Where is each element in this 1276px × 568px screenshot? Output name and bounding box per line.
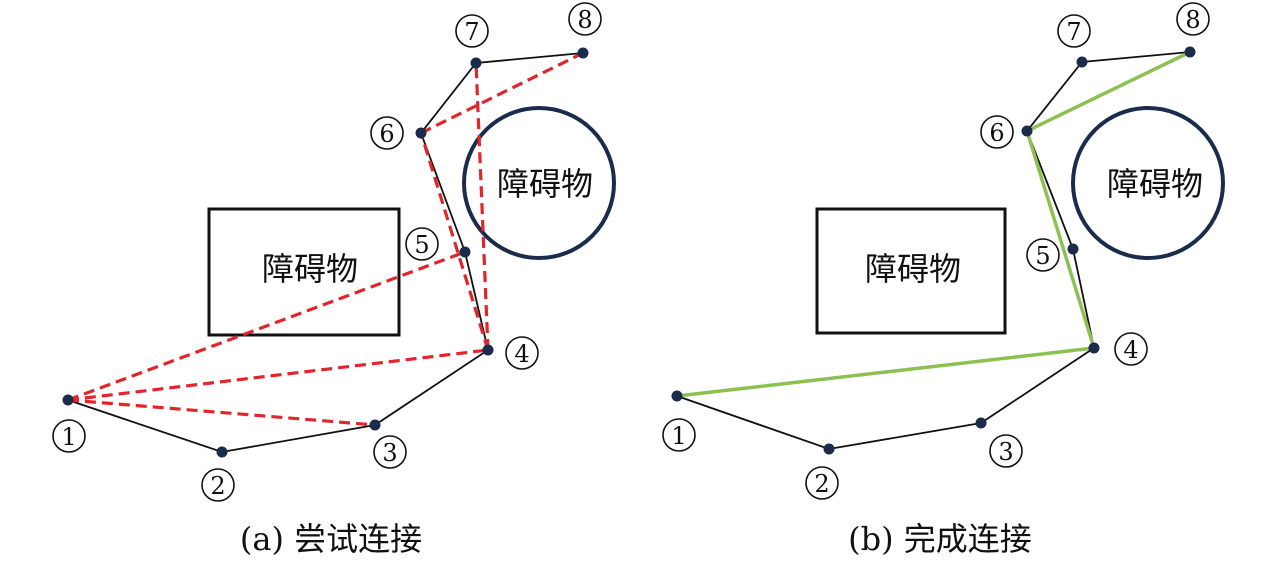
node-8-b (1184, 46, 1196, 58)
node-labels-a: 1 2 3 4 5 6 7 8 (52, 2, 602, 502)
trial-line-1-3 (67, 398, 376, 427)
node-5-b (1067, 243, 1079, 255)
trial-connections (67, 51, 584, 427)
svg-text:3: 3 (998, 438, 1013, 466)
svg-text:4: 4 (514, 340, 529, 368)
original-path-a (67, 52, 584, 453)
node-8-a (577, 47, 589, 59)
node-5-a (459, 246, 471, 258)
final-connection-path (676, 50, 1191, 398)
node-4-a (482, 344, 494, 356)
panel-a: 障碍物 障碍物 1 2 3 (52, 2, 616, 558)
svg-text:6: 6 (989, 119, 1004, 147)
svg-text:4: 4 (1123, 336, 1138, 364)
trial-line-6-8 (420, 51, 584, 135)
node-label-4-a: 4 (505, 336, 539, 370)
node-label-2-b: 2 (805, 466, 839, 500)
node-2-a (216, 446, 228, 458)
node-1-a (62, 394, 74, 406)
panel-b: 障碍物 障碍物 1 2 3 4 5 6 7 8 (b) 完成连接 (662, 2, 1225, 558)
svg-text:8: 8 (577, 6, 592, 34)
nodes-b (671, 46, 1196, 455)
node-label-3-a: 3 (373, 435, 407, 469)
trial-line-4-6 (419, 132, 490, 351)
node-label-2-a: 2 (201, 468, 235, 502)
svg-text:8: 8 (1185, 6, 1200, 34)
node-label-6-a: 6 (370, 116, 404, 150)
rect-obstacle-b (815, 207, 1007, 335)
svg-text:6: 6 (379, 120, 394, 148)
node-label-7-a: 7 (455, 14, 489, 48)
node-label-3-b: 3 (989, 434, 1023, 468)
node-6-a (415, 127, 427, 139)
trial-line-1-4 (67, 348, 489, 402)
caption-a: (a) 尝试连接 (240, 520, 422, 558)
node-label-7-b: 7 (1057, 14, 1091, 48)
svg-text:1: 1 (61, 423, 76, 451)
node-label-8-a: 8 (568, 2, 602, 36)
node-3-a (369, 419, 381, 431)
node-1-b (671, 390, 683, 402)
svg-text:5: 5 (1035, 242, 1050, 270)
svg-text:7: 7 (464, 18, 479, 46)
node-label-1-b: 1 (662, 418, 696, 452)
circle-obstacle-label-a: 障碍物 (497, 165, 593, 203)
node-label-5-b: 5 (1026, 238, 1060, 272)
caption-b: (b) 完成连接 (848, 520, 1032, 558)
node-label-6-b: 6 (980, 115, 1014, 149)
circle-obstacle-label-b: 障碍物 (1107, 165, 1203, 203)
node-7-b (1076, 56, 1088, 68)
svg-text:1: 1 (671, 422, 686, 450)
trial-line-4-7 (474, 62, 490, 351)
circle-obstacle-b (1071, 106, 1225, 260)
node-2-b (823, 443, 835, 455)
node-label-1-a: 1 (52, 419, 86, 453)
svg-text:2: 2 (210, 472, 225, 500)
node-7-a (470, 57, 482, 69)
node-3-b (975, 417, 987, 429)
svg-text:2: 2 (814, 470, 829, 498)
rect-obstacle-label-b: 障碍物 (865, 250, 961, 288)
trial-line-1-5 (67, 250, 466, 402)
nodes-a (62, 47, 589, 458)
svg-text:3: 3 (382, 439, 397, 467)
node-label-4-b: 4 (1114, 332, 1148, 366)
node-6-b (1021, 125, 1033, 137)
svg-text:7: 7 (1066, 18, 1081, 46)
node-labels-b: 1 2 3 4 5 6 7 8 (662, 2, 1210, 500)
node-label-8-b: 8 (1176, 2, 1210, 36)
circle-obstacle-a (462, 106, 616, 260)
node-4-b (1088, 342, 1100, 354)
rect-obstacle-a (207, 207, 401, 337)
rect-obstacle-label-a: 障碍物 (262, 250, 358, 288)
svg-text:5: 5 (414, 231, 429, 259)
node-label-5-a: 5 (405, 227, 439, 261)
original-path-b (676, 51, 1191, 450)
